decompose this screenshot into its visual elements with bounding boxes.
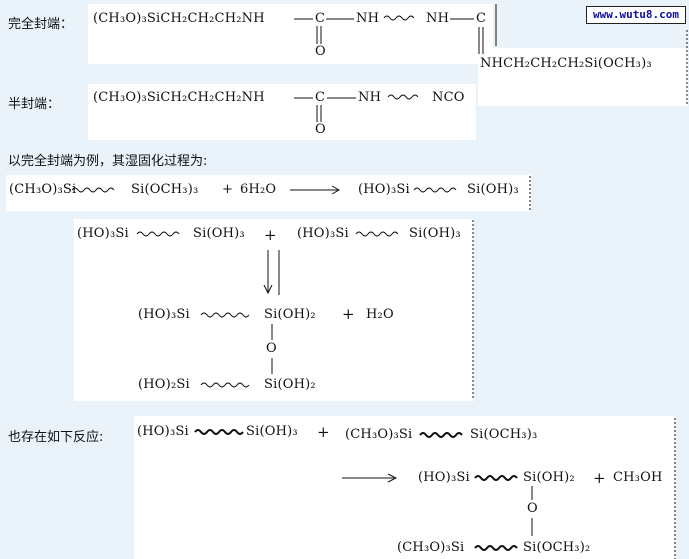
eq1-left: (CH₃O)₃Si (9, 182, 77, 197)
r-a1: (HO)₃Si (137, 424, 189, 439)
half-cap-O: O (315, 122, 326, 137)
intro-text: 以完全封端为例，其湿固化过程为: (8, 154, 208, 169)
prod-plus: + (342, 305, 355, 323)
half-cap-NCO: NCO (432, 90, 465, 105)
p-top-a: (HO)₃Si (418, 470, 470, 485)
full-cap-O: O (315, 44, 326, 59)
panel-half-cap (88, 84, 476, 140)
eq1-water: 6H₂O (240, 182, 277, 197)
full-cap-NH1: NH (356, 11, 380, 26)
prod-O: O (266, 341, 277, 356)
r-plus: + (317, 423, 330, 441)
panel-eq3 (134, 416, 675, 559)
half-cap-left: (CH₃O)₃SiCH₂CH₂CH₂NH (93, 90, 265, 105)
panel-full-cap (88, 4, 493, 64)
half-cap-NH: NH (358, 90, 382, 105)
r-a2: Si(OH)₃ (246, 424, 298, 439)
r-b2: Si(OCH₃)₃ (470, 427, 538, 442)
prod-bot-a: (HO)₂Si (138, 377, 190, 392)
full-cap-NH2: NH (426, 11, 450, 26)
prod-water: H₂O (366, 307, 394, 322)
p-bot-a: (CH₃O)₃Si (397, 540, 465, 555)
panel-full-cap-tail (478, 48, 688, 106)
p-bot-b: Si(OCH₃)₂ (523, 540, 591, 555)
p-meoh: CH₃OH (613, 470, 663, 485)
full-cap-tail: NHCH₂CH₂CH₂Si(OCH₃)₃ (480, 56, 652, 71)
half-cap-C: C (315, 90, 326, 105)
eq2-b2: Si(OH)₃ (409, 226, 461, 241)
eq1-si: Si(OCH₃)₃ (131, 182, 199, 197)
full-cap-C: C (315, 11, 326, 26)
full-cap-C2: C (476, 11, 487, 26)
r-b1: (CH₃O)₃Si (345, 427, 413, 442)
prod-top-a: (HO)₃Si (138, 307, 190, 322)
label-also-reaction: 也存在如下反应: (8, 430, 104, 445)
p-top-b: Si(OH)₂ (523, 470, 575, 485)
eq2-a1: (HO)₃Si (77, 226, 129, 241)
label-half-cap: 半封端： (8, 97, 61, 112)
prod-top-b: Si(OH)₂ (264, 307, 316, 322)
prod-bot-b: Si(OH)₂ (264, 377, 316, 392)
eq2-plus: + (264, 226, 277, 244)
label-full-cap: 完全封端： (8, 17, 74, 32)
eq2-a2: Si(OH)₃ (193, 226, 245, 241)
eq1-plus: + (222, 182, 234, 197)
watermark: www.wutu8.com (586, 6, 686, 24)
eq1-right-b: Si(OH)₃ (467, 182, 519, 197)
eq1-right-a: (HO)₃Si (358, 182, 410, 197)
panel-eq1 (6, 175, 531, 211)
eq2-b1: (HO)₃Si (297, 226, 349, 241)
p-O: O (527, 501, 538, 516)
p-plus: + (593, 469, 606, 487)
full-cap-left: (CH₃O)₃SiCH₂CH₂CH₂NH (93, 11, 265, 26)
panel-eq2 (74, 219, 474, 401)
